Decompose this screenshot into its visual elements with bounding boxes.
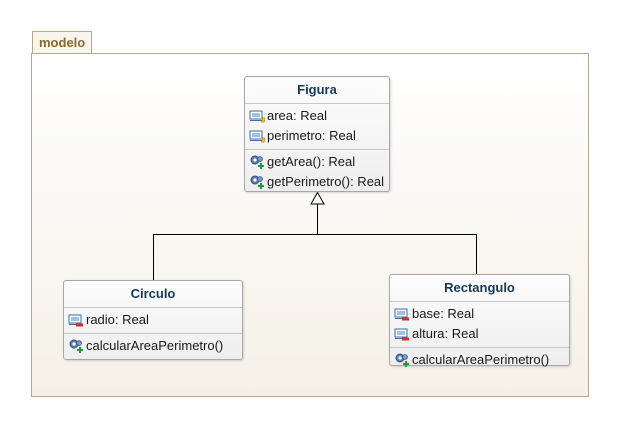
attribute-text: radio: Real — [86, 312, 149, 327]
svg-text:#: # — [260, 136, 265, 144]
attribute-text: area: Real — [267, 108, 327, 123]
operation-getarea[interactable]: getArea(): Real — [249, 152, 385, 172]
attribute-radio[interactable]: radio: Real — [68, 310, 238, 330]
operation-calcularareaperimetro[interactable]: calcularAreaPerimetro() — [394, 350, 565, 370]
svg-text:#: # — [260, 116, 265, 124]
attribute-base[interactable]: base: Real — [394, 304, 565, 324]
generalization-line-rectangulo — [317, 234, 477, 274]
class-name-figura: Figura — [245, 77, 389, 104]
attribute-perimetro[interactable]: # perimetro: Real — [249, 126, 385, 146]
attribute-text: altura: Real — [412, 326, 479, 341]
generalization-arrowhead — [310, 191, 325, 205]
private-attribute-icon — [394, 326, 409, 341]
public-operation-icon — [249, 154, 264, 169]
attribute-text: perimetro: Real — [267, 128, 356, 143]
operations-compartment-rectangulo: calcularAreaPerimetro() — [390, 347, 569, 373]
operation-text: getPerimetro(): Real — [267, 174, 385, 189]
package-name: modelo — [39, 35, 86, 50]
attribute-altura[interactable]: altura: Real — [394, 324, 565, 344]
protected-attribute-icon: # — [249, 128, 265, 144]
class-name-circulo: Circulo — [64, 281, 242, 308]
operation-getperimetro[interactable]: getPerimetro(): Real — [249, 172, 385, 192]
operations-compartment-circulo: calcularAreaPerimetro() — [64, 333, 242, 359]
class-name-rectangulo: Rectangulo — [390, 275, 569, 302]
operations-compartment-figura: getArea(): Real getPerimetro(): Real — [245, 149, 389, 195]
attribute-text: base: Real — [412, 306, 475, 321]
operation-text: calcularAreaPerimetro() — [86, 338, 224, 353]
protected-attribute-icon: # — [249, 108, 265, 124]
generalization-line-circulo — [153, 204, 318, 280]
operation-text: getArea(): Real — [267, 154, 356, 169]
public-operation-icon — [394, 352, 409, 367]
public-operation-icon — [249, 174, 264, 189]
operation-text: calcularAreaPerimetro() — [412, 352, 550, 367]
private-attribute-icon — [394, 306, 409, 321]
private-attribute-icon — [68, 312, 83, 327]
package-tab[interactable]: modelo — [32, 31, 92, 53]
operation-calcularareaperimetro[interactable]: calcularAreaPerimetro() — [68, 336, 238, 356]
class-rectangulo[interactable]: Rectangulo base: Real altura: Real calcu… — [389, 274, 570, 367]
attributes-compartment-rectangulo: base: Real altura: Real — [390, 302, 569, 347]
class-figura[interactable]: Figura # area: Real # perimetro: Real ge… — [244, 76, 390, 192]
attributes-compartment-circulo: radio: Real — [64, 308, 242, 333]
attribute-area[interactable]: # area: Real — [249, 106, 385, 126]
attributes-compartment-figura: # area: Real # perimetro: Real — [245, 104, 389, 149]
class-circulo[interactable]: Circulo radio: Real calcularAreaPerimetr… — [63, 280, 243, 360]
public-operation-icon — [68, 338, 83, 353]
